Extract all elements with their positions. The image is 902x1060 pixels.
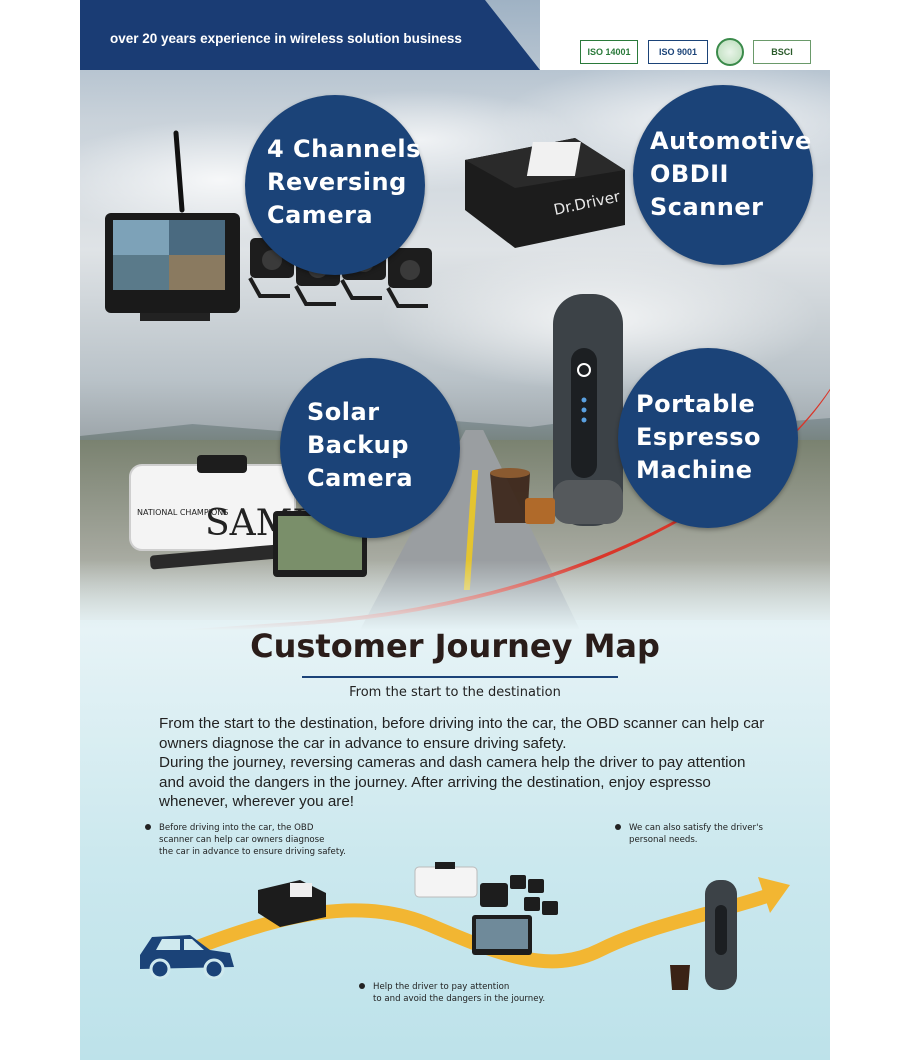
circle-obd-scanner: Automotive OBDII Scanner	[633, 85, 813, 265]
plate-brand-text: NATIONAL CHAMPIONS	[137, 508, 228, 517]
header-banner	[80, 0, 540, 70]
journey-path-illustration	[140, 862, 790, 990]
banner-text: over 20 years experience in wireless sol…	[110, 31, 462, 46]
journey-description: From the start to the destination, befor…	[159, 715, 765, 810]
bullet-icon	[359, 983, 365, 989]
journey-background	[80, 560, 830, 1060]
label-solar-camera: Solar Backup Camera	[307, 398, 414, 492]
note-safety: Help the driver to pay attention to and …	[359, 981, 546, 1005]
circle-reversing-camera: 4 Channels Reversing Camera	[245, 95, 425, 275]
mini-cameras-icon	[510, 875, 558, 915]
solar-backup-camera-image: NATIONAL CHAMPIONS SAMPLE	[129, 455, 367, 577]
cert-bar	[540, 0, 830, 70]
label-espresso-machine: Portable Espresso Machine	[636, 390, 762, 484]
note-safety-text: Help the driver to pay attention to and …	[373, 982, 546, 1004]
title-underline	[302, 676, 618, 678]
note-obd: Before driving into the car, the OBD sca…	[145, 822, 346, 858]
label-obd-scanner: Automotive OBDII Scanner	[650, 127, 812, 221]
note-personal: We can also satisfy the driver's persona…	[615, 822, 763, 846]
arrow-head-icon	[758, 877, 790, 913]
circle-espresso-machine: Portable Espresso Machine	[618, 348, 798, 528]
mini-plate-icon	[414, 862, 478, 898]
journey-title: Customer Journey Map	[250, 627, 660, 665]
obd-scanner-image: Dr.Driver	[465, 138, 625, 248]
cert-seal-icon	[716, 38, 744, 66]
iso9001-logo: ISO 9001	[648, 40, 708, 64]
bullet-icon	[615, 824, 621, 830]
label-reversing-camera: 4 Channels Reversing Camera	[267, 135, 421, 229]
mini-espresso-icon	[670, 880, 737, 990]
bsci-logo: BSCI	[753, 40, 811, 64]
car-icon	[140, 935, 234, 980]
iso14001-logo: ISO 14001	[580, 40, 638, 64]
mini-monitor-icon	[472, 883, 532, 955]
journey-subtitle: From the start to the destination	[349, 685, 561, 700]
mini-obd-icon	[258, 880, 326, 927]
circle-solar-camera: Solar Backup Camera	[280, 358, 460, 538]
espresso-machine-image	[490, 294, 623, 526]
poster: over 20 years experience in wireless sol…	[80, 0, 830, 1060]
bullet-icon	[145, 824, 151, 830]
note-personal-text: We can also satisfy the driver's persona…	[629, 823, 763, 845]
note-obd-text: Before driving into the car, the OBD sca…	[159, 823, 346, 857]
